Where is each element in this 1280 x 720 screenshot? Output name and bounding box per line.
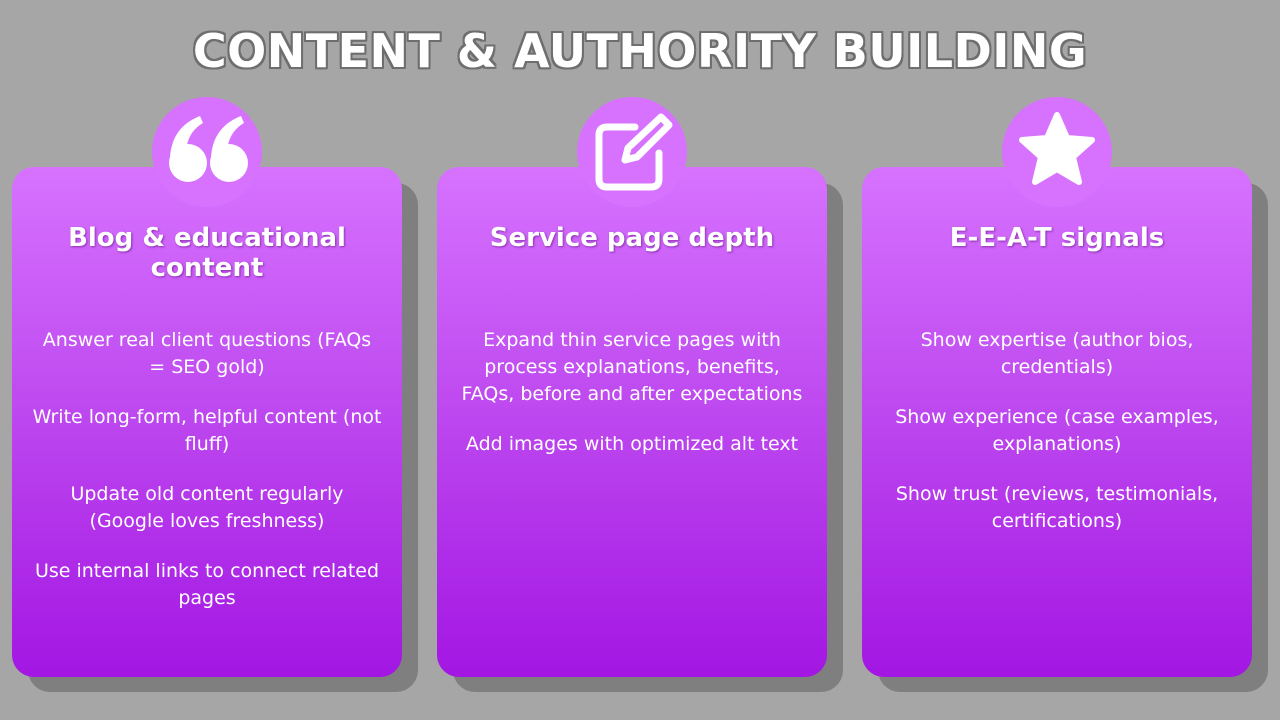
list-item: Show experience (case examples, explanat… — [895, 406, 1219, 455]
card-item-list: Expand thin service pages with process e… — [457, 327, 807, 481]
star-icon — [1019, 112, 1095, 185]
quote-icon — [169, 116, 248, 182]
list-item: Write long-form, helpful content (not fl… — [32, 406, 382, 455]
card-blog-content: Blog & educational content Answer real c… — [12, 97, 418, 692]
list-item: Answer real client questions (FAQs = SEO… — [42, 329, 372, 378]
list-item: Use internal links to connect related pa… — [34, 560, 380, 609]
card-title: Blog & educational content — [68, 223, 346, 283]
list-item: Show expertise (author bios, credentials… — [920, 329, 1194, 378]
card-body: Blog & educational content Answer real c… — [12, 167, 402, 677]
edit-icon — [595, 113, 673, 191]
card-title: Service page depth — [489, 223, 775, 253]
page-title: CONTENT & AUTHORITY BUILDING — [192, 24, 1088, 78]
card-body: E-E-A-T signals Show expertise (author b… — [862, 167, 1252, 677]
list-item: Show trust (reviews, testimonials, certi… — [895, 483, 1219, 532]
list-item: Add images with optimized alt text — [465, 433, 799, 455]
icon-badge — [152, 97, 262, 207]
card-item-list: Answer real client questions (FAQs = SEO… — [32, 327, 382, 635]
card-body: Service page depth Expand thin service p… — [437, 167, 827, 677]
card-title: E-E-A-T signals — [949, 223, 1165, 253]
card-service-page: Service page depth Expand thin service p… — [437, 97, 843, 692]
card-eeat-signals: E-E-A-T signals Show expertise (author b… — [862, 97, 1268, 692]
icon-badge — [577, 97, 687, 207]
card-item-list: Show expertise (author bios, credentials… — [882, 327, 1232, 558]
icon-badge — [1002, 97, 1112, 207]
list-item: Expand thin service pages with process e… — [461, 329, 803, 405]
list-item: Update old content regularly (Google lov… — [70, 483, 344, 532]
